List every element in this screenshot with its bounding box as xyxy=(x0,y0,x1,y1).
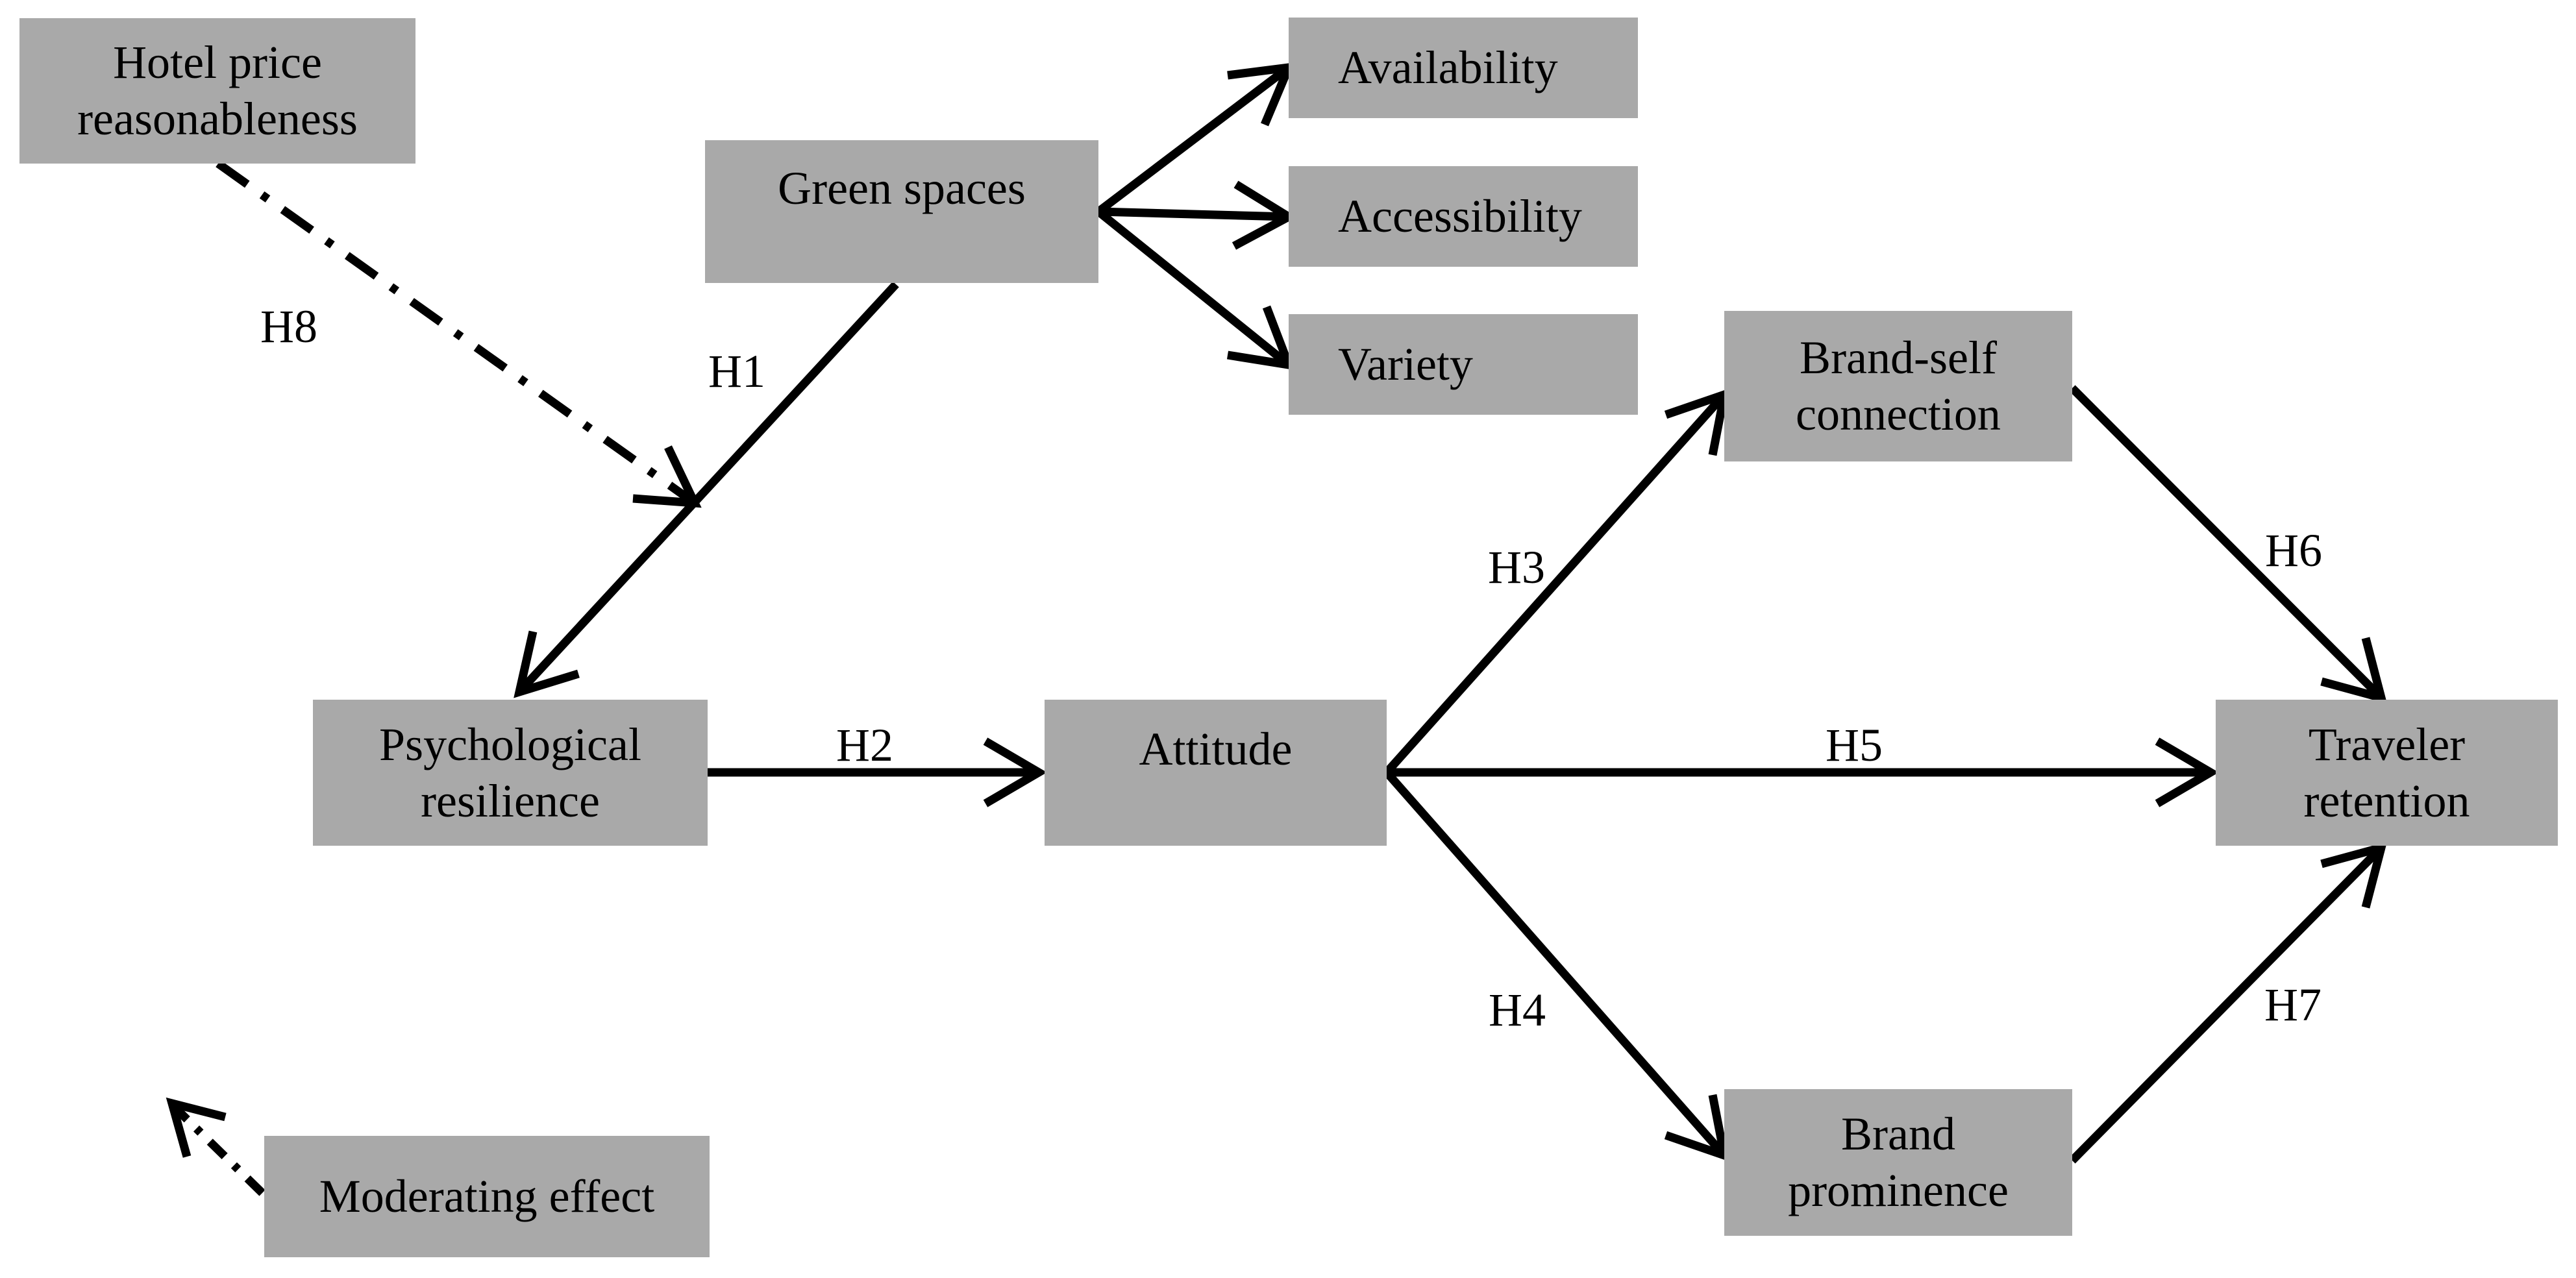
node-hotel-price-reasonableness: Hotel price reasonableness xyxy=(19,18,415,164)
arrow-h3 xyxy=(1383,388,1730,776)
node-label-line: resilience xyxy=(421,774,600,827)
label-h4: H4 xyxy=(1489,984,1546,1036)
node-green-spaces: Green spaces xyxy=(705,140,1098,283)
label-h8: H8 xyxy=(260,301,317,352)
label-h1: H1 xyxy=(708,345,765,397)
node-traveler-retention: Traveler retention xyxy=(2216,700,2558,846)
node-label-line: Accessibility xyxy=(1338,190,1582,242)
label-h3: H3 xyxy=(1488,541,1545,593)
node-label-line: prominence xyxy=(1788,1164,2009,1216)
arrow-green-to-availability xyxy=(1096,62,1296,215)
label-h5: H5 xyxy=(1826,719,1883,771)
node-label-line: Psychological xyxy=(379,718,641,770)
node-label-line: Brand xyxy=(1841,1108,1955,1160)
arrow-h6 xyxy=(2069,385,2388,704)
node-label-line: Hotel price xyxy=(113,36,322,88)
node-label-line: retention xyxy=(2303,774,2470,827)
node-label-line: Brand-self xyxy=(1800,332,1997,384)
node-brand-prominence: Brand prominence xyxy=(1724,1089,2072,1236)
node-label-line: Variety xyxy=(1338,338,1473,390)
node-variety: Variety xyxy=(1289,314,1638,415)
arrow-h1 xyxy=(514,281,899,698)
node-psychological-resilience: Psychological resilience xyxy=(313,700,708,846)
arrow-h7 xyxy=(2069,841,2388,1164)
arrow-h4 xyxy=(1383,769,1730,1162)
node-attitude: Attitude xyxy=(1045,700,1387,846)
node-label-line: Traveler xyxy=(2308,718,2466,770)
label-h2: H2 xyxy=(836,719,893,771)
arrow-h2 xyxy=(708,737,1047,807)
node-label-line: Green spaces xyxy=(778,162,1026,214)
node-accessibility: Accessibility xyxy=(1289,166,1638,267)
label-h6: H6 xyxy=(2265,524,2322,576)
node-label-line: connection xyxy=(1796,388,2001,440)
legend-moderating-arrow xyxy=(166,1097,266,1196)
node-label-line: reasonableness xyxy=(77,93,358,145)
label-h7: H7 xyxy=(2264,979,2322,1031)
arrow-h5 xyxy=(1387,737,2219,807)
node-availability: Availability xyxy=(1289,18,1638,118)
legend-label: Moderating effect xyxy=(319,1170,655,1222)
node-brand-self-connection: Brand-self connection xyxy=(1724,311,2072,461)
node-label-line: Attitude xyxy=(1139,723,1293,775)
arrow-h8-moderating xyxy=(216,160,702,508)
legend-moderating-effect-box: Moderating effect xyxy=(264,1136,710,1257)
node-label-line: Availability xyxy=(1338,42,1558,93)
